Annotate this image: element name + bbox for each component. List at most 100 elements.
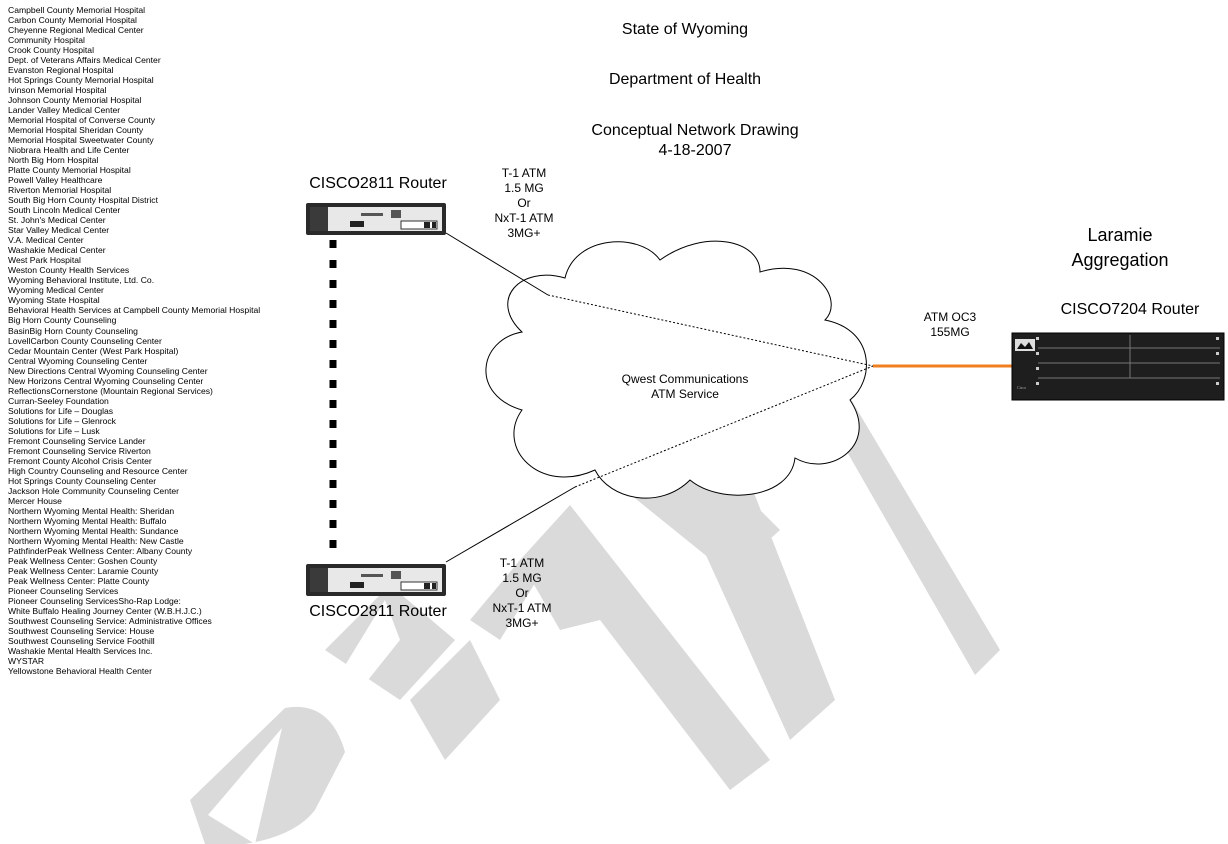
- site-list-item: Lander Valley Medical Center: [8, 105, 121, 116]
- site-list-item: WYSTAR: [8, 656, 45, 667]
- site-list-item: Northern Wyoming Mental Health: Sheridan: [8, 505, 175, 516]
- site-list-item: New Horizons Central Wyoming Counseling …: [8, 375, 204, 386]
- site-list-item: Washakie Mental Health Services Inc.: [8, 646, 153, 656]
- top-link-label-3: Or: [517, 196, 531, 210]
- top-link-line: [445, 232, 549, 296]
- site-list-item: Platte County Memorial Hospital: [8, 165, 131, 176]
- site-list-item: Dept. of Veterans Affairs Medical Center: [8, 55, 161, 66]
- top-router-label: CISCO2811 Router: [309, 175, 447, 192]
- site-list-item: Southwest Counseling Service: Administra…: [8, 615, 212, 626]
- site-list-item: Yellowstone Behavioral Health Center: [8, 666, 152, 677]
- bottom-link-label-1: T-1 ATM: [499, 556, 545, 570]
- site-list-item: Powell Valley Healthcare: [8, 175, 103, 186]
- site-list-item: V.A. Medical Center: [8, 235, 84, 246]
- top-link-label-1: T-1 ATM: [501, 166, 547, 180]
- top-link-label-2: 1.5 MG: [504, 181, 544, 195]
- site-list-item: Cedar Mountain Center (West Park Hospita…: [8, 345, 179, 356]
- site-list-item: Northern Wyoming Mental Health: Sundance: [8, 525, 179, 536]
- bottom-link-label-2: 1.5 MG: [502, 571, 542, 585]
- site-list-item: Memorial Hospital of Converse County: [8, 115, 156, 126]
- cloud-label-line1: Qwest Communications: [621, 372, 749, 386]
- site-list-item: Fremont Counseling Service Riverton: [8, 445, 151, 456]
- core-router-icon: Cisco: [1011, 332, 1225, 401]
- bottom-router-icon: [306, 564, 446, 596]
- site-list-item: LovellCarbon County Counseling Center: [8, 335, 162, 346]
- site-list-item: Carbon County Memorial Hospital: [8, 15, 137, 26]
- top-link-dotted: [547, 294, 874, 367]
- department-title: Department of Health: [608, 71, 762, 88]
- site-list-item: Solutions for Life – Lusk: [8, 425, 100, 436]
- drawing-date: 4-18-2007: [658, 142, 732, 159]
- site-list-item: West Park Hospital: [8, 255, 81, 266]
- site-list-item: North Big Horn Hospital: [8, 155, 99, 166]
- top-link-label-5: 3MG+: [507, 226, 541, 240]
- site-list-item: Riverton Memorial Hospital: [8, 185, 112, 196]
- site-list-item: Memorial Hospital Sweetwater County: [8, 135, 154, 146]
- site-list-item: Jackson Hole Community Counseling Center: [8, 485, 179, 496]
- site-list-item: Behavioral Health Services at Campbell C…: [8, 305, 261, 316]
- site-list-item: Weston County Health Services: [8, 265, 130, 276]
- bottom-link-label-4: NxT-1 ATM: [492, 601, 552, 615]
- site-list-item: White Buffalo Healing Journey Center (W.…: [8, 605, 202, 616]
- site-list-item: Solutions for Life – Glenrock: [8, 415, 116, 426]
- site-list-item: Ivinson Memorial Hospital: [8, 85, 107, 96]
- site-list-item: Fremont Counseling Service Lander: [8, 435, 146, 446]
- site-list-item: Washakie Medical Center: [8, 245, 106, 256]
- site-list-item: Niobrara Health and Life Center: [8, 145, 130, 156]
- site-list-item: Johnson County Memorial Hospital: [8, 95, 142, 106]
- aggregation-label-line2: Aggregation: [1071, 250, 1169, 270]
- site-list-item: South Big Horn County Hospital District: [8, 195, 158, 206]
- svg-text:Cisco: Cisco: [1017, 385, 1026, 390]
- site-list-item: Solutions for Life – Douglas: [8, 405, 114, 416]
- site-list-item: Hot Springs County Counseling Center: [8, 475, 157, 486]
- drawing-title: Conceptual Network Drawing: [591, 122, 799, 139]
- aggregation-label-line1: Laramie: [1087, 225, 1153, 245]
- core-router-label: CISCO7204 Router: [1060, 301, 1200, 318]
- site-list-item: PathfinderPeak Wellness Center: Albany C…: [8, 545, 193, 556]
- top-router-icon: [306, 203, 446, 235]
- site-list-item: Wyoming State Hospital: [8, 295, 100, 306]
- bottom-link-dotted: [574, 365, 874, 488]
- bottom-router-label: CISCO2811 Router: [309, 603, 447, 620]
- state-title: State of Wyoming: [621, 21, 749, 38]
- bottom-link-line: [445, 486, 576, 563]
- bottom-link-label-3: Or: [515, 586, 529, 600]
- site-list-item: South Lincoln Medical Center: [8, 205, 121, 216]
- atm-cloud: [485, 240, 867, 499]
- site-list-item: Star Valley Medical Center: [8, 225, 110, 236]
- site-list-item: Campbell County Memorial Hospital: [8, 5, 146, 15]
- site-list-item: Big Horn County Counseling: [8, 315, 117, 326]
- uplink-label-1: ATM OC3: [923, 310, 977, 324]
- uplink-label-2: 155MG: [930, 325, 970, 339]
- site-list-item: Southwest Counseling Service: House: [8, 625, 155, 636]
- site-list-item: Mercer House: [8, 495, 62, 506]
- site-list-item: New Directions Central Wyoming Counselin…: [8, 365, 208, 376]
- site-list-item: Northern Wyoming Mental Health: Buffalo: [8, 515, 167, 526]
- site-list-item: Pioneer Counseling Services: [8, 585, 119, 596]
- site-list-item: High Country Counseling and Resource Cen…: [8, 465, 188, 476]
- site-list-item: Pioneer Counseling ServicesSho-Rap Lodge…: [8, 595, 181, 606]
- site-list-item: Northern Wyoming Mental Health: New Cast…: [8, 535, 184, 546]
- site-list-item: Peak Wellness Center: Goshen County: [8, 555, 158, 566]
- site-list-item: ReflectionsCornerstone (Mountain Regiona…: [8, 385, 213, 396]
- site-list-item: Wyoming Behavioral Institute, Ltd. Co.: [8, 275, 155, 286]
- site-list-item: Fremont County Alcohol Crisis Center: [8, 455, 152, 466]
- cloud-label-line2: ATM Service: [651, 387, 719, 401]
- site-list-item: Memorial Hospital Sheridan County: [8, 125, 144, 136]
- site-list-item: Crook County Hospital: [8, 45, 94, 56]
- site-list-item: Community Hospital: [8, 35, 85, 46]
- site-list-item: Southwest Counseling Service Foothill: [8, 635, 155, 646]
- site-list-item: Wyoming Medical Center: [8, 285, 104, 296]
- site-list-item: Peak Wellness Center: Platte County: [8, 575, 150, 586]
- bottom-link-label-5: 3MG+: [505, 616, 539, 630]
- site-list-item: Curran-Seeley Foundation: [8, 395, 109, 406]
- site-list-item: Peak Wellness Center: Laramie County: [8, 565, 159, 576]
- site-list-item: St. John's Medical Center: [8, 215, 106, 226]
- site-list-item: Hot Springs County Memorial Hospital: [8, 75, 154, 86]
- site-list-item: Evanston Regional Hospital: [8, 65, 114, 76]
- site-list-item: Central Wyoming Counseling Center: [8, 355, 148, 366]
- site-list-item: BasinBig Horn County Counseling: [8, 325, 138, 336]
- top-link-label-4: NxT-1 ATM: [494, 211, 554, 225]
